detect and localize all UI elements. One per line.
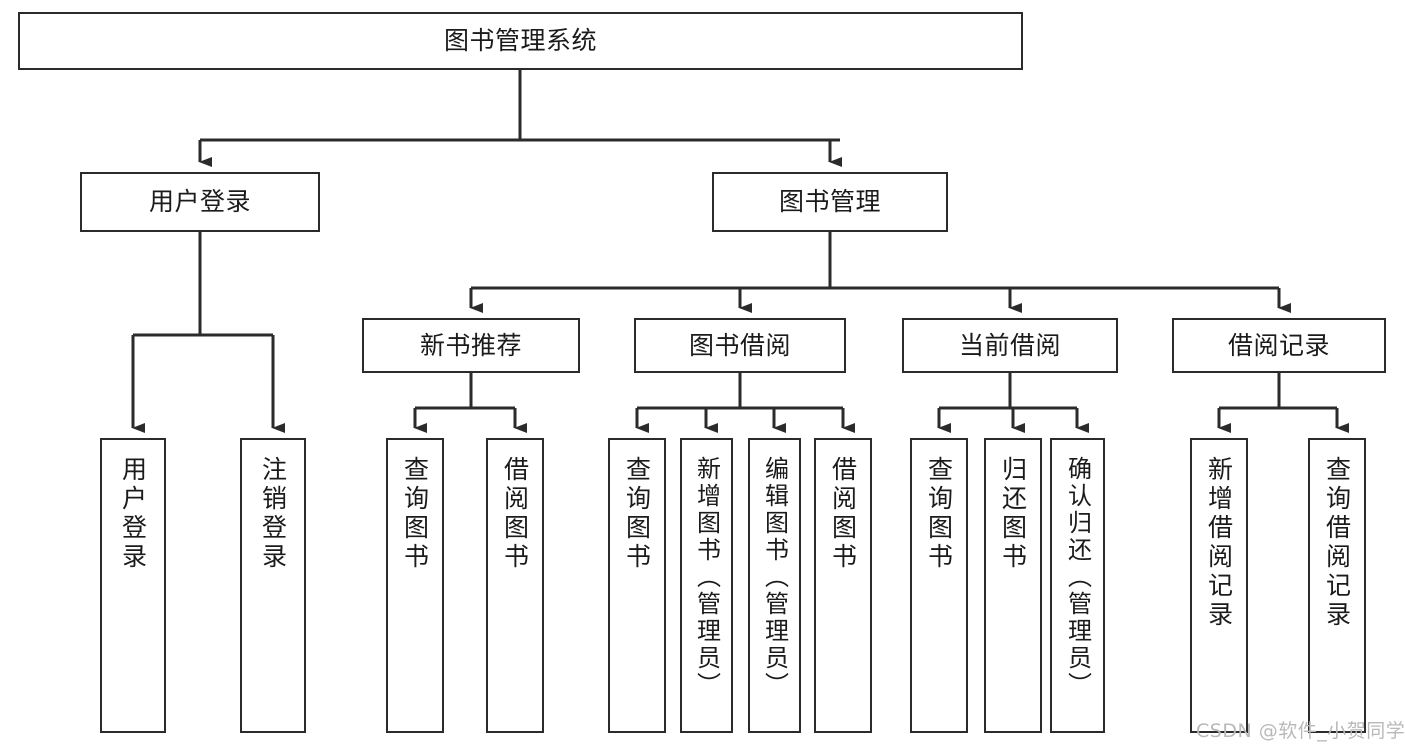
node-user-login-label: 用户登录	[148, 187, 251, 217]
node-leaf-return-book[interactable]: 归还图书	[984, 438, 1042, 733]
node-leaf-query-book-2-label: 查询图书	[622, 456, 652, 572]
node-new-book-rec[interactable]: 新书推荐	[362, 318, 580, 373]
node-leaf-user-login-label: 用户登录	[118, 456, 148, 572]
node-leaf-query-book-1[interactable]: 查询图书	[386, 438, 444, 733]
node-leaf-edit-book[interactable]: 编辑图书（管理员）	[748, 438, 801, 733]
node-borrow-record-label: 借阅记录	[1227, 330, 1330, 360]
node-leaf-query-book-3[interactable]: 查询图书	[910, 438, 968, 733]
node-leaf-borrow-book-1[interactable]: 借阅图书	[486, 438, 544, 733]
node-leaf-query-record-label: 查询借阅记录	[1322, 456, 1352, 630]
node-root[interactable]: 图书管理系统	[18, 12, 1023, 70]
node-leaf-user-logout[interactable]: 注销登录	[240, 438, 306, 733]
node-current-borrow-label: 当前借阅	[958, 330, 1061, 360]
node-leaf-borrow-book-2[interactable]: 借阅图书	[814, 438, 872, 733]
node-book-borrow[interactable]: 图书借阅	[634, 318, 846, 373]
node-leaf-borrow-book-1-label: 借阅图书	[500, 456, 530, 572]
node-leaf-add-book[interactable]: 新增图书（管理员）	[680, 438, 733, 733]
csdn-watermark: CSDN @软件_小贺同学	[1196, 720, 1405, 742]
node-leaf-add-record-label: 新增借阅记录	[1204, 456, 1234, 630]
node-leaf-confirm-return-label: 确认归还（管理员）	[1063, 456, 1092, 699]
node-leaf-query-book-2[interactable]: 查询图书	[608, 438, 666, 733]
node-leaf-user-logout-label: 注销登录	[258, 456, 288, 572]
node-leaf-add-book-label: 新增图书（管理员）	[692, 456, 721, 699]
node-leaf-query-book-3-label: 查询图书	[924, 456, 954, 572]
node-root-label: 图书管理系统	[443, 26, 597, 56]
node-leaf-edit-book-label: 编辑图书（管理员）	[760, 456, 789, 699]
node-book-manage-label: 图书管理	[778, 187, 881, 217]
node-leaf-borrow-book-2-label: 借阅图书	[828, 456, 858, 572]
node-book-manage[interactable]: 图书管理	[712, 172, 948, 232]
node-leaf-user-login[interactable]: 用户登录	[100, 438, 166, 733]
node-new-book-rec-label: 新书推荐	[419, 330, 522, 360]
node-leaf-query-record[interactable]: 查询借阅记录	[1308, 438, 1366, 733]
node-user-login[interactable]: 用户登录	[80, 172, 320, 232]
node-borrow-record[interactable]: 借阅记录	[1172, 318, 1386, 373]
node-leaf-return-book-label: 归还图书	[998, 456, 1028, 572]
node-leaf-query-book-1-label: 查询图书	[400, 456, 430, 572]
node-leaf-add-record[interactable]: 新增借阅记录	[1190, 438, 1248, 733]
node-book-borrow-label: 图书借阅	[688, 330, 791, 360]
node-current-borrow[interactable]: 当前借阅	[902, 318, 1118, 373]
node-leaf-confirm-return[interactable]: 确认归还（管理员）	[1050, 438, 1105, 733]
